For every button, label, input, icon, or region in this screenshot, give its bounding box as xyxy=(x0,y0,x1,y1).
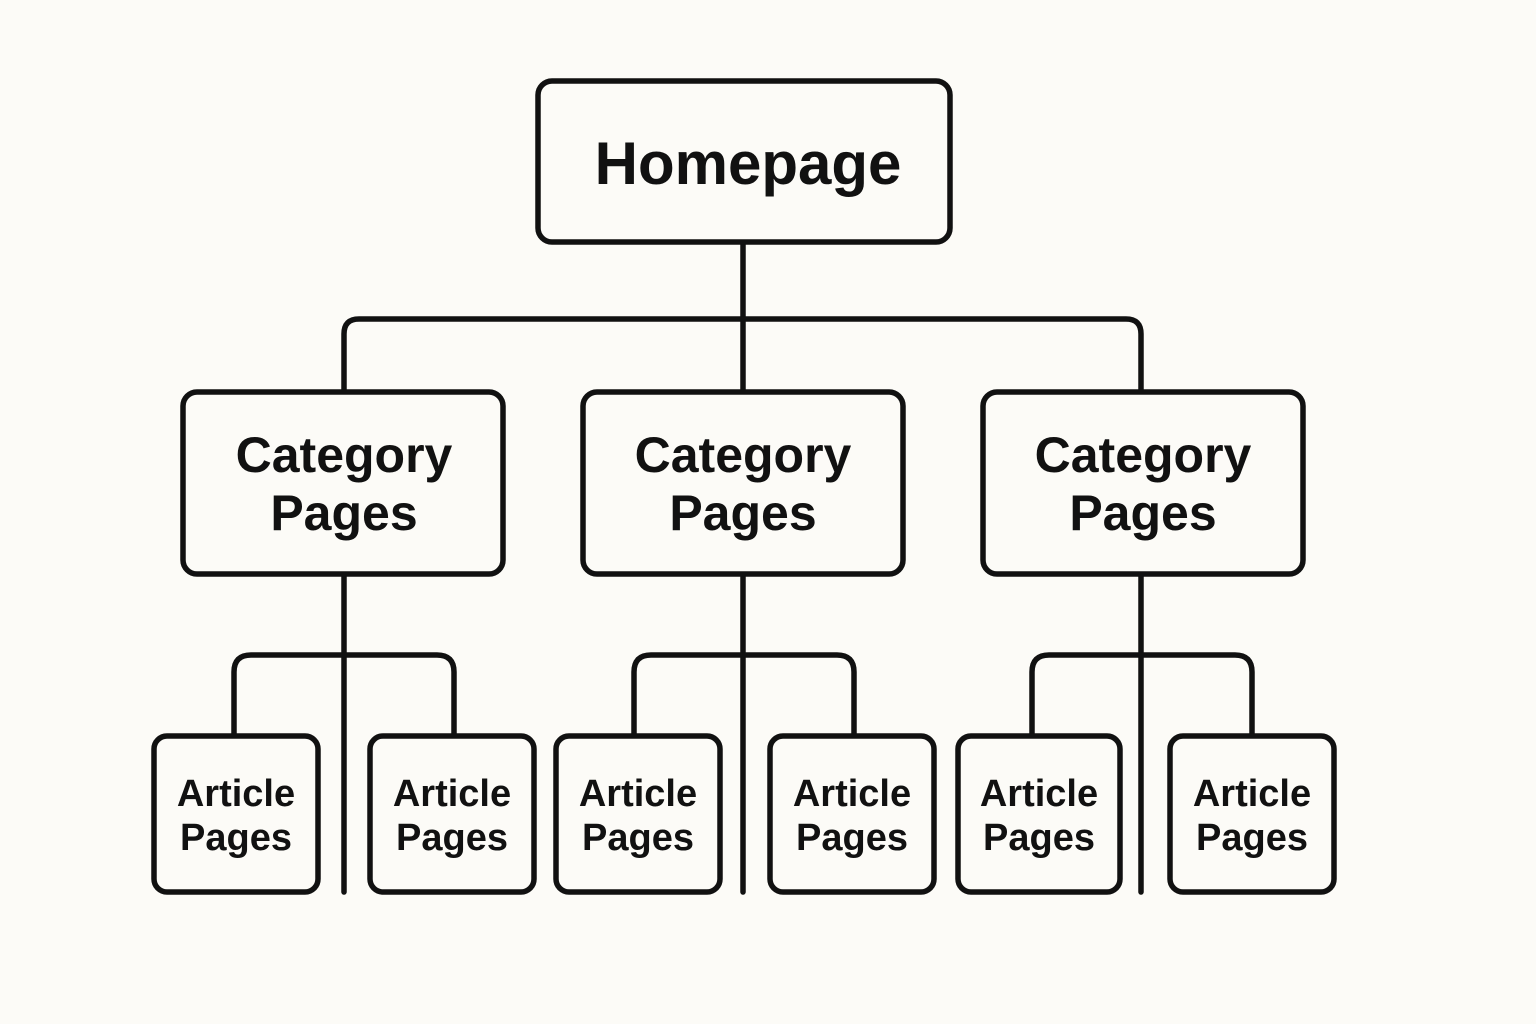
node-article-1-2-box xyxy=(367,733,537,895)
node-article-1-1: Article Pages xyxy=(151,733,321,895)
node-article-3-1: Article Pages xyxy=(955,733,1123,895)
node-article-2-2-box xyxy=(767,733,937,895)
node-article-3-1-box xyxy=(955,733,1123,895)
node-article-1-2-label-line1: Article xyxy=(393,773,511,815)
node-category-2: Category Pages xyxy=(580,389,906,577)
node-article-1-1-box xyxy=(151,733,321,895)
connector-cat-2-bus xyxy=(631,652,857,738)
node-category-3-box xyxy=(980,389,1306,577)
node-article-3-2-box xyxy=(1167,733,1337,895)
node-article-1-1-label-line1: Article xyxy=(177,773,295,815)
node-category-1-box xyxy=(180,389,506,577)
node-article-3-2-label-line1: Article xyxy=(1193,773,1311,815)
node-homepage-box xyxy=(535,78,953,245)
node-article-2-1-label-line1: Article xyxy=(579,773,697,815)
node-category-2-box xyxy=(580,389,906,577)
node-category-3: Category Pages xyxy=(980,389,1306,577)
node-homepage: Homepage xyxy=(535,78,953,245)
connector-cat-3-bus xyxy=(1029,652,1255,738)
node-article-2-2: Article Pages xyxy=(767,733,937,895)
connector-root-bus xyxy=(341,316,1144,393)
node-article-2-1-label-line2: Pages xyxy=(582,817,694,859)
node-article-3-1-label-line2: Pages xyxy=(983,817,1095,859)
node-article-2-1-box xyxy=(553,733,723,895)
connector-cat-1-bus xyxy=(231,652,457,738)
node-category-2-label-line2: Pages xyxy=(669,485,816,541)
node-article-1-2-label-line2: Pages xyxy=(396,817,508,859)
node-category-1-label-line1: Category xyxy=(236,427,453,483)
node-article-1-1-label-line2: Pages xyxy=(180,817,292,859)
node-category-3-label-line2: Pages xyxy=(1069,485,1216,541)
node-article-3-1-label-line1: Article xyxy=(980,773,1098,815)
node-category-2-label-line1: Category xyxy=(635,427,852,483)
connectors xyxy=(231,239,1255,895)
node-article-2-1: Article Pages xyxy=(553,733,723,895)
node-article-1-2: Article Pages xyxy=(367,733,537,895)
node-homepage-label: Homepage xyxy=(595,130,902,197)
node-category-3-label-line1: Category xyxy=(1035,427,1252,483)
node-article-2-2-label-line2: Pages xyxy=(796,817,908,859)
node-article-3-2-label-line2: Pages xyxy=(1196,817,1308,859)
node-article-3-2: Article Pages xyxy=(1167,733,1337,895)
node-category-1-label-line2: Pages xyxy=(270,485,417,541)
node-article-2-2-label-line1: Article xyxy=(793,773,911,815)
node-category-1: Category Pages xyxy=(180,389,506,577)
